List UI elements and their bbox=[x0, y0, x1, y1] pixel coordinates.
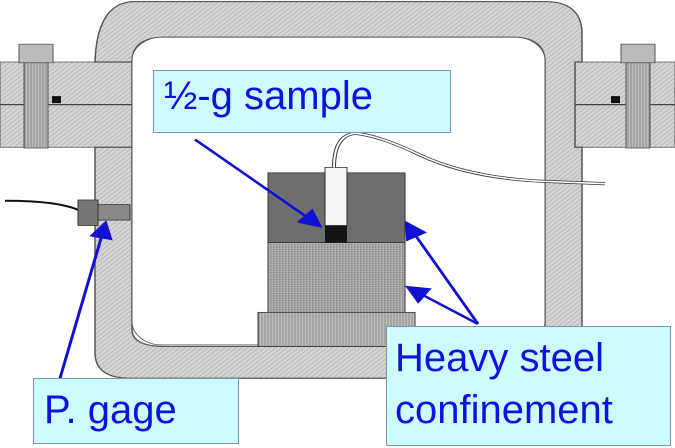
arrow-sample bbox=[194, 138, 323, 228]
arrow-gage bbox=[58, 220, 113, 379]
gage-cable bbox=[4, 199, 81, 212]
sample-tube bbox=[324, 167, 348, 226]
steel-confinement-label: Heavy steel confinement bbox=[386, 326, 671, 446]
arrow-steel-mid bbox=[405, 285, 479, 325]
arrow-steel-top bbox=[405, 220, 480, 325]
right-bolt bbox=[611, 43, 656, 149]
gage-label-text: P. gage bbox=[44, 388, 177, 432]
steel-label-line2: confinement bbox=[395, 388, 613, 432]
confinement-middle-block bbox=[267, 242, 406, 313]
left-bolt bbox=[18, 43, 61, 149]
sample-label-text: ½-g sample bbox=[164, 74, 373, 118]
steel-label-line1: Heavy steel bbox=[395, 336, 604, 380]
pressure-gage bbox=[77, 199, 99, 226]
sample bbox=[325, 225, 347, 243]
sample-label: ½-g sample bbox=[153, 70, 451, 133]
gage-label: P. gage bbox=[33, 378, 239, 444]
